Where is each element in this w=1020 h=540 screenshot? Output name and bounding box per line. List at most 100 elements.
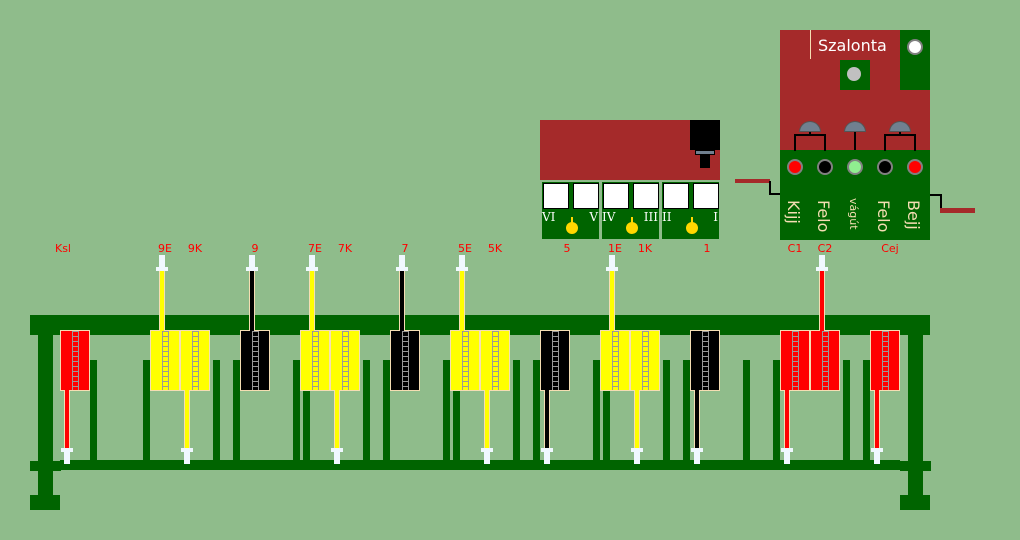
block-key-stem xyxy=(571,217,573,223)
lever-rod xyxy=(819,271,825,331)
lever-handle-down[interactable] xyxy=(781,448,793,466)
lever-handle-down[interactable] xyxy=(331,448,343,466)
lever-label: Cej xyxy=(881,242,899,255)
wire xyxy=(794,134,826,136)
lever-C2[interactable] xyxy=(810,330,840,391)
frame-upright xyxy=(603,360,610,465)
station-title: Szalonta xyxy=(818,36,887,55)
block-bell-housing xyxy=(690,120,720,150)
lever-handle-down[interactable] xyxy=(871,448,883,466)
lever-label: 1 xyxy=(703,242,711,255)
frame-upright xyxy=(843,360,850,465)
block-key-icon[interactable] xyxy=(686,222,698,234)
chain-icon xyxy=(822,331,829,390)
block-window xyxy=(633,183,659,209)
wire xyxy=(884,134,916,136)
lever-7K[interactable] xyxy=(330,330,360,391)
lever-rod xyxy=(249,271,255,331)
lever-handle-down[interactable] xyxy=(691,448,703,466)
bell-icon[interactable] xyxy=(695,150,715,155)
lever-handle-down[interactable] xyxy=(61,448,73,466)
lever-handle-up[interactable] xyxy=(156,255,168,273)
lever-7[interactable] xyxy=(390,330,420,391)
left-post xyxy=(38,315,53,500)
chain-icon xyxy=(162,331,169,390)
frame-upright xyxy=(90,360,97,465)
lever-handle-up[interactable] xyxy=(456,255,468,273)
block-window xyxy=(573,183,599,209)
lever-handle-up[interactable] xyxy=(246,255,258,273)
lever-label: 1K xyxy=(637,242,653,255)
chain-icon xyxy=(552,331,559,390)
station-lamp xyxy=(787,159,803,175)
lever-1K[interactable] xyxy=(630,330,660,391)
station-button-label[interactable]: Bejj xyxy=(904,200,923,230)
lever-rod xyxy=(609,271,615,331)
block-key-stem xyxy=(631,217,633,223)
lever-rod xyxy=(159,271,165,331)
lever-rod xyxy=(334,390,340,450)
block-key-icon[interactable] xyxy=(566,222,578,234)
right-post xyxy=(908,315,923,500)
lever-label: 7E xyxy=(308,242,322,255)
frame-upright xyxy=(683,360,690,465)
lever-label: 5 xyxy=(563,242,571,255)
lever-handle-down[interactable] xyxy=(631,448,643,466)
station-button-label[interactable]: Kijj xyxy=(784,200,803,224)
lever-9K[interactable] xyxy=(180,330,210,391)
lever-9[interactable] xyxy=(240,330,270,391)
lever-5[interactable] xyxy=(540,330,570,391)
lever-handle-up[interactable] xyxy=(306,255,318,273)
block-key-stem xyxy=(691,217,693,223)
chain-icon xyxy=(612,331,619,390)
block-label-left: II xyxy=(662,210,672,224)
frame-upright xyxy=(453,360,460,465)
lever-Cej[interactable] xyxy=(870,330,900,391)
lever-Ksl[interactable] xyxy=(60,330,90,391)
frame-upright xyxy=(303,360,310,465)
lever-label: 5E xyxy=(458,242,472,255)
dome-stem xyxy=(809,132,811,135)
track-left xyxy=(735,179,770,183)
station-lamp xyxy=(907,159,923,175)
station-lamp xyxy=(877,159,893,175)
lever-rod xyxy=(484,390,490,450)
frame-upright xyxy=(233,360,240,465)
station-lamp xyxy=(847,159,863,175)
lever-handle-up[interactable] xyxy=(816,255,828,273)
block-label-right: I xyxy=(713,210,718,224)
lever-handle-down[interactable] xyxy=(181,448,193,466)
station-button[interactable] xyxy=(847,67,861,81)
chain-icon xyxy=(192,331,199,390)
lever-7E[interactable] xyxy=(300,330,330,391)
lever-1[interactable] xyxy=(690,330,720,391)
lever-1E[interactable] xyxy=(600,330,630,391)
lever-handle-down[interactable] xyxy=(481,448,493,466)
block-window xyxy=(663,183,689,209)
block-group: VI V xyxy=(542,182,599,239)
lever-rod xyxy=(184,390,190,450)
station-button-label[interactable]: Felo xyxy=(814,200,833,233)
lever-5E[interactable] xyxy=(450,330,480,391)
left-foot xyxy=(30,495,60,510)
frame-upright xyxy=(593,360,600,465)
block-window xyxy=(543,183,569,209)
station-button-label[interactable]: Felo xyxy=(874,200,893,233)
station-button-label[interactable]: vágút xyxy=(847,198,860,230)
chain-icon xyxy=(882,331,889,390)
lever-label: 9E xyxy=(158,242,172,255)
lever-C1[interactable] xyxy=(780,330,810,391)
lever-9E[interactable] xyxy=(150,330,180,391)
station-lamp xyxy=(817,159,833,175)
chain-icon xyxy=(792,331,799,390)
lever-handle-down[interactable] xyxy=(541,448,553,466)
bell-plunger xyxy=(700,155,710,168)
block-key-icon[interactable] xyxy=(626,222,638,234)
lever-rod xyxy=(634,390,640,450)
lever-5K[interactable] xyxy=(480,330,510,391)
lever-handle-up[interactable] xyxy=(606,255,618,273)
chain-icon xyxy=(72,331,79,390)
lever-rod xyxy=(544,390,550,450)
chain-icon xyxy=(702,331,709,390)
lever-handle-up[interactable] xyxy=(396,255,408,273)
